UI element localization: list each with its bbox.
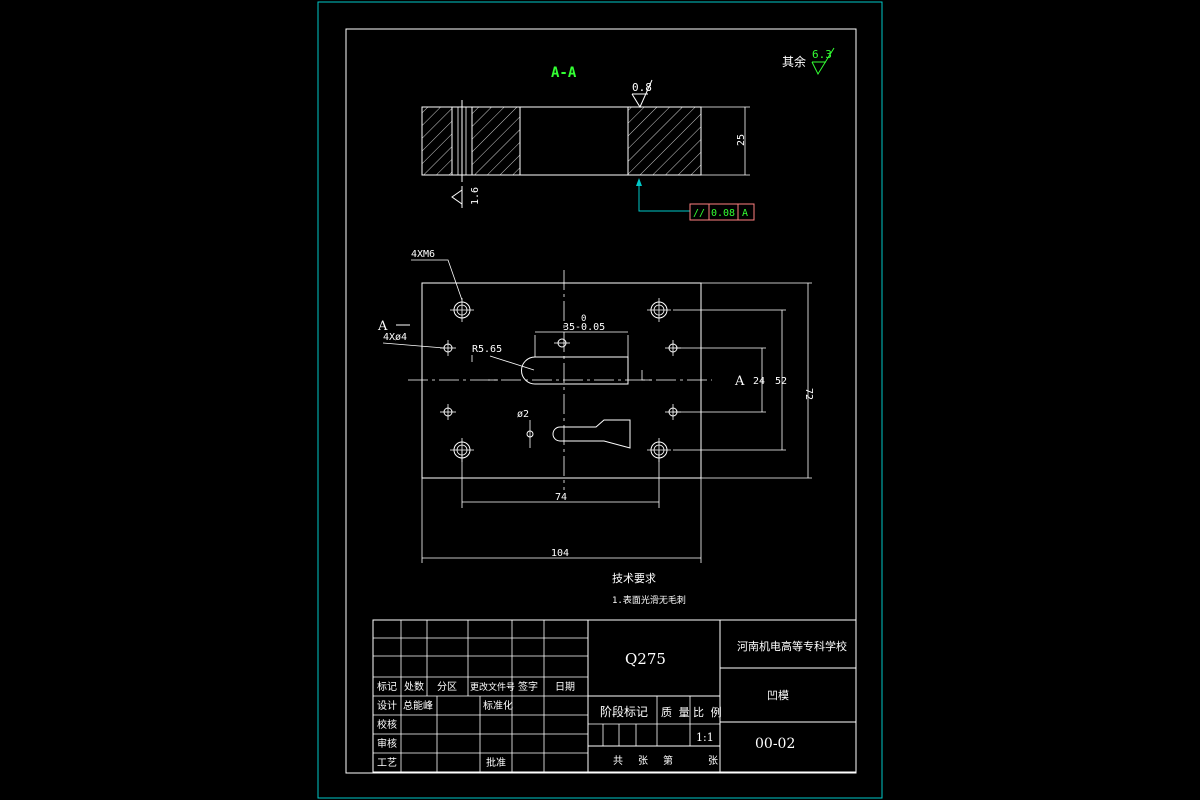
slot-width-dim: 35-0.05 — [563, 322, 605, 333]
dim-thickness: 25 — [736, 134, 747, 146]
tb-page-label: 第 — [663, 754, 673, 767]
section-view — [421, 100, 702, 182]
tb-header-5: 日期 — [555, 681, 575, 693]
plan-view — [408, 270, 712, 490]
tolerance-value: 0.08 — [711, 208, 735, 219]
small-hole-callout: ø2 — [517, 409, 529, 420]
dim-74: 74 — [555, 492, 567, 503]
tb-standard-label: 标准化 — [483, 699, 513, 712]
dim-52: 52 — [775, 376, 787, 387]
tolerance-symbol: // — [693, 208, 705, 219]
sheet-outer-border — [317, 1, 883, 799]
upper-slot — [521, 356, 629, 385]
tb-header-0: 标记 — [377, 681, 397, 693]
tb-header-4: 签字 — [518, 680, 538, 693]
tb-review-label: 审核 — [377, 737, 397, 750]
title-block — [372, 619, 857, 773]
tech-req-item: 1.表面光滑无毛刺 — [612, 594, 686, 606]
tb-check-label: 校核 — [377, 718, 397, 731]
roughness-other-value: 6.3 — [812, 48, 832, 61]
tb-weight-label: 质 量 — [661, 706, 690, 719]
tolerance-frame: // 0.08 A — [689, 203, 755, 221]
dim-72: 72 — [803, 388, 814, 400]
roughness-side-value: 1.6 — [470, 187, 481, 205]
roughness-other-label: 其余 — [782, 54, 806, 69]
tb-stage-label: 阶段标记 — [600, 704, 648, 719]
radius-callout: R5.65 — [472, 344, 502, 355]
tb-header-1: 处数 — [404, 680, 424, 693]
tb-designer: 总能峰 — [403, 699, 433, 712]
tb-part-name: 凹模 — [767, 689, 789, 702]
tb-design-label: 设计 — [377, 699, 397, 712]
roughness-top-symbol — [631, 79, 653, 109]
tb-total-label: 共 — [613, 755, 623, 767]
tb-drawing-no: 00-02 — [755, 736, 795, 752]
slot-width-upper: 0 — [581, 314, 586, 324]
tb-header-3: 更改文件号 — [470, 681, 515, 693]
thread-hole-tl — [450, 298, 474, 322]
hole-callout: 4Xø4 — [383, 332, 407, 343]
tb-scale-label: 比 例 — [693, 705, 722, 719]
roughness-other-symbol — [811, 47, 835, 76]
roughness-side-symbol — [451, 189, 463, 205]
tb-material: Q275 — [625, 650, 666, 668]
lower-slot — [552, 419, 631, 449]
thread-hole-tr — [647, 298, 671, 322]
dim-104: 104 — [551, 548, 569, 559]
tb-header-2: 分区 — [437, 681, 457, 693]
tb-school: 河南机电高等专科学校 — [737, 639, 847, 653]
tb-sheet-label: 张 — [638, 755, 648, 767]
dim-24: 24 — [753, 376, 765, 387]
tech-req-title: 技术要求 — [612, 572, 656, 585]
drawing-frame — [345, 28, 857, 774]
section-title: A-A — [551, 65, 577, 81]
tb-process-label: 工艺 — [377, 757, 397, 769]
section-marker-right: A — [734, 374, 745, 389]
tolerance-datum: A — [742, 208, 748, 219]
pin-hole-5 — [554, 338, 570, 348]
tolerance-leader — [638, 180, 690, 212]
tb-scale: 1:1 — [696, 731, 714, 744]
pin-hole-2 — [440, 404, 456, 420]
thread-callout: 4XM6 — [411, 249, 435, 260]
tb-sheet-label-2: 张 — [708, 755, 718, 767]
tb-approve-label: 批准 — [486, 756, 506, 769]
section-marker-left: A — [377, 319, 388, 334]
